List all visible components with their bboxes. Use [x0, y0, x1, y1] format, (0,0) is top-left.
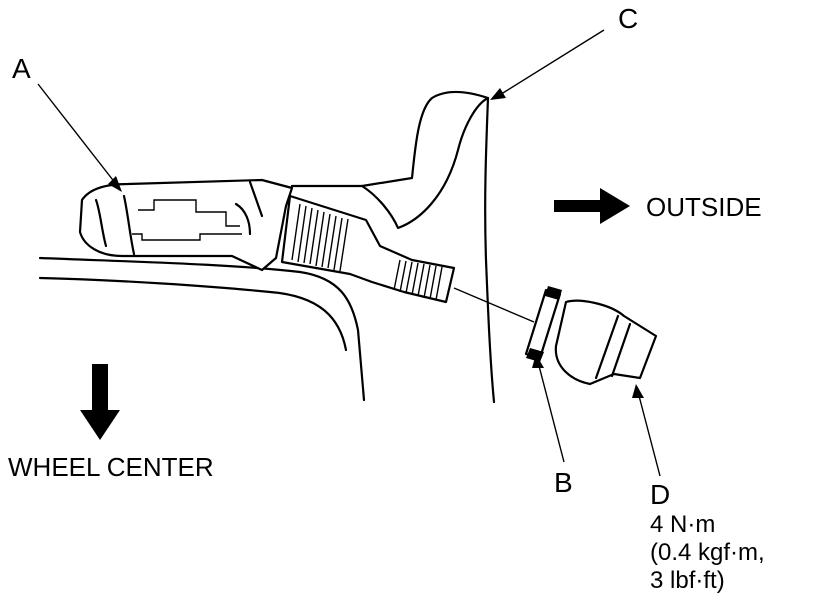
label-d: D [650, 479, 670, 510]
torque-spec-line2: (0.4 kgf·m, [650, 539, 765, 566]
stem-threads [291, 203, 443, 301]
leader-d [637, 391, 661, 477]
valve-nut [554, 299, 658, 386]
valve-stem [280, 194, 535, 323]
label-a: A [12, 53, 31, 84]
wheel-rim [38, 90, 496, 404]
leader-c [497, 29, 605, 97]
leader-a [37, 83, 117, 185]
torque-spec-line1: 4 N·m [650, 511, 715, 538]
washer [524, 286, 562, 362]
leader-b [537, 361, 565, 463]
wheel-center-label: WHEEL CENTER [8, 452, 214, 482]
wheel-center-arrow [80, 364, 120, 440]
label-b: B [554, 467, 573, 498]
leader-lines [37, 29, 661, 477]
outside-label: OUTSIDE [646, 192, 762, 222]
tpms-sensor [78, 178, 294, 272]
torque-spec-line3: 3 lbf·ft) [650, 567, 725, 594]
label-c: C [618, 3, 638, 34]
outside-arrow [554, 188, 630, 224]
stem-centerline [453, 287, 535, 323]
